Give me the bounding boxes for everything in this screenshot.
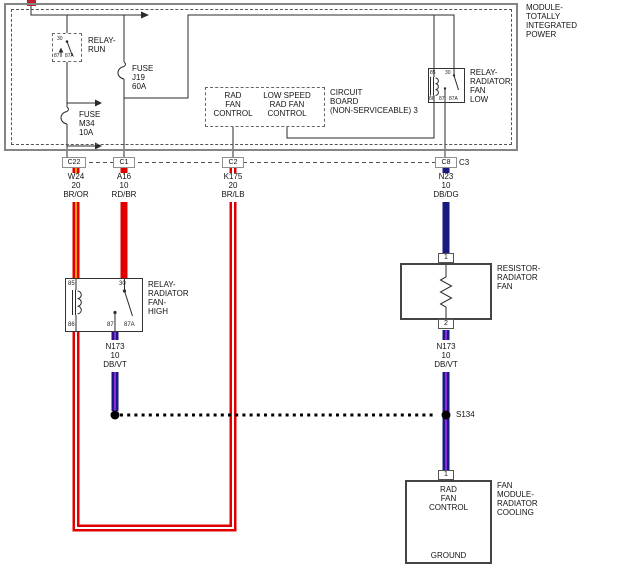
resistor-box	[400, 263, 492, 320]
fuse-m34-symbol	[60, 106, 69, 125]
tipm-module-inner-dashed-box	[11, 9, 512, 145]
relay-high-pin-30: 30	[119, 281, 126, 287]
resistor-pin-2: 2	[438, 319, 454, 329]
relay-low-pin-30: 30	[445, 70, 451, 76]
wire-w24	[72, 168, 80, 278]
connector-c2: C2	[222, 157, 244, 168]
resistor-element-symbol	[439, 264, 453, 319]
wire-label-n173-left: N173 10 DB/VT	[103, 342, 127, 369]
resistor-pin-1: 1	[438, 253, 454, 263]
relay-run-pin-87a: 87A	[65, 53, 74, 59]
splice-dot-s134	[441, 410, 451, 420]
relay-run-box	[52, 33, 82, 62]
circuit-board-low-speed-control: LOW SPEED RAD FAN CONTROL	[263, 91, 311, 118]
connector-c22: C22	[62, 157, 86, 168]
relay-high-internals	[72, 278, 133, 332]
bus-arrow-icon	[141, 11, 149, 19]
branch-arrow-icon	[95, 99, 102, 107]
circuit-board-rad-fan-control: RAD FAN CONTROL	[213, 91, 253, 118]
connector-c8: C8	[435, 157, 457, 168]
relay-low-box	[428, 68, 465, 103]
circuit-board-box	[205, 87, 325, 127]
relay-high-pin-87: 87	[107, 322, 114, 328]
tipm-internal-wires	[30, 6, 455, 157]
relay-high-box	[65, 278, 143, 332]
relay-run-switch	[66, 41, 73, 57]
relay-low-pin-87: 87	[439, 96, 445, 102]
relay-low-pin-87a: 87A	[449, 96, 458, 102]
fan-module-ground-label: GROUND	[430, 551, 467, 560]
relay-run-label: RELAY-RUN	[88, 36, 116, 54]
relay-low-pin-86: 86	[429, 96, 435, 102]
connector-c3: C3	[459, 158, 470, 167]
relay-low-pin-85: 85	[430, 70, 436, 76]
relay-low-coil	[435, 77, 439, 96]
relay-run-pin-87: 87	[54, 53, 60, 59]
relay-run-pin-30: 30	[57, 36, 63, 42]
fan-module-box	[405, 480, 492, 564]
relay-high-coil	[77, 290, 82, 315]
wire-n173-right	[442, 330, 450, 470]
connector-c1: C1	[113, 157, 135, 168]
relay-run-pin-arrow-icon	[58, 47, 64, 53]
wire-n173-left	[111, 332, 119, 411]
splice-dot-left	[110, 410, 120, 420]
relay-high-pin-86: 86	[68, 322, 75, 328]
tipm-module-box	[4, 3, 518, 151]
relay-low-internals	[430, 68, 459, 103]
resistor-label: RESISTOR-RADIATOR FAN	[497, 264, 541, 291]
wire-k175	[72, 168, 237, 532]
relay-high-pin-85: 85	[68, 281, 75, 287]
fan-module-pin-1: 1	[438, 470, 454, 480]
fuse-j19-symbol	[117, 61, 126, 80]
splice-s134-label: S134	[456, 410, 475, 419]
wire-n23	[442, 168, 450, 253]
wire-a16	[120, 168, 128, 278]
relay-high-label: RELAY-RADIATOR FAN-HIGH	[148, 280, 189, 316]
relay-high-pin-87a: 87A	[124, 322, 135, 328]
